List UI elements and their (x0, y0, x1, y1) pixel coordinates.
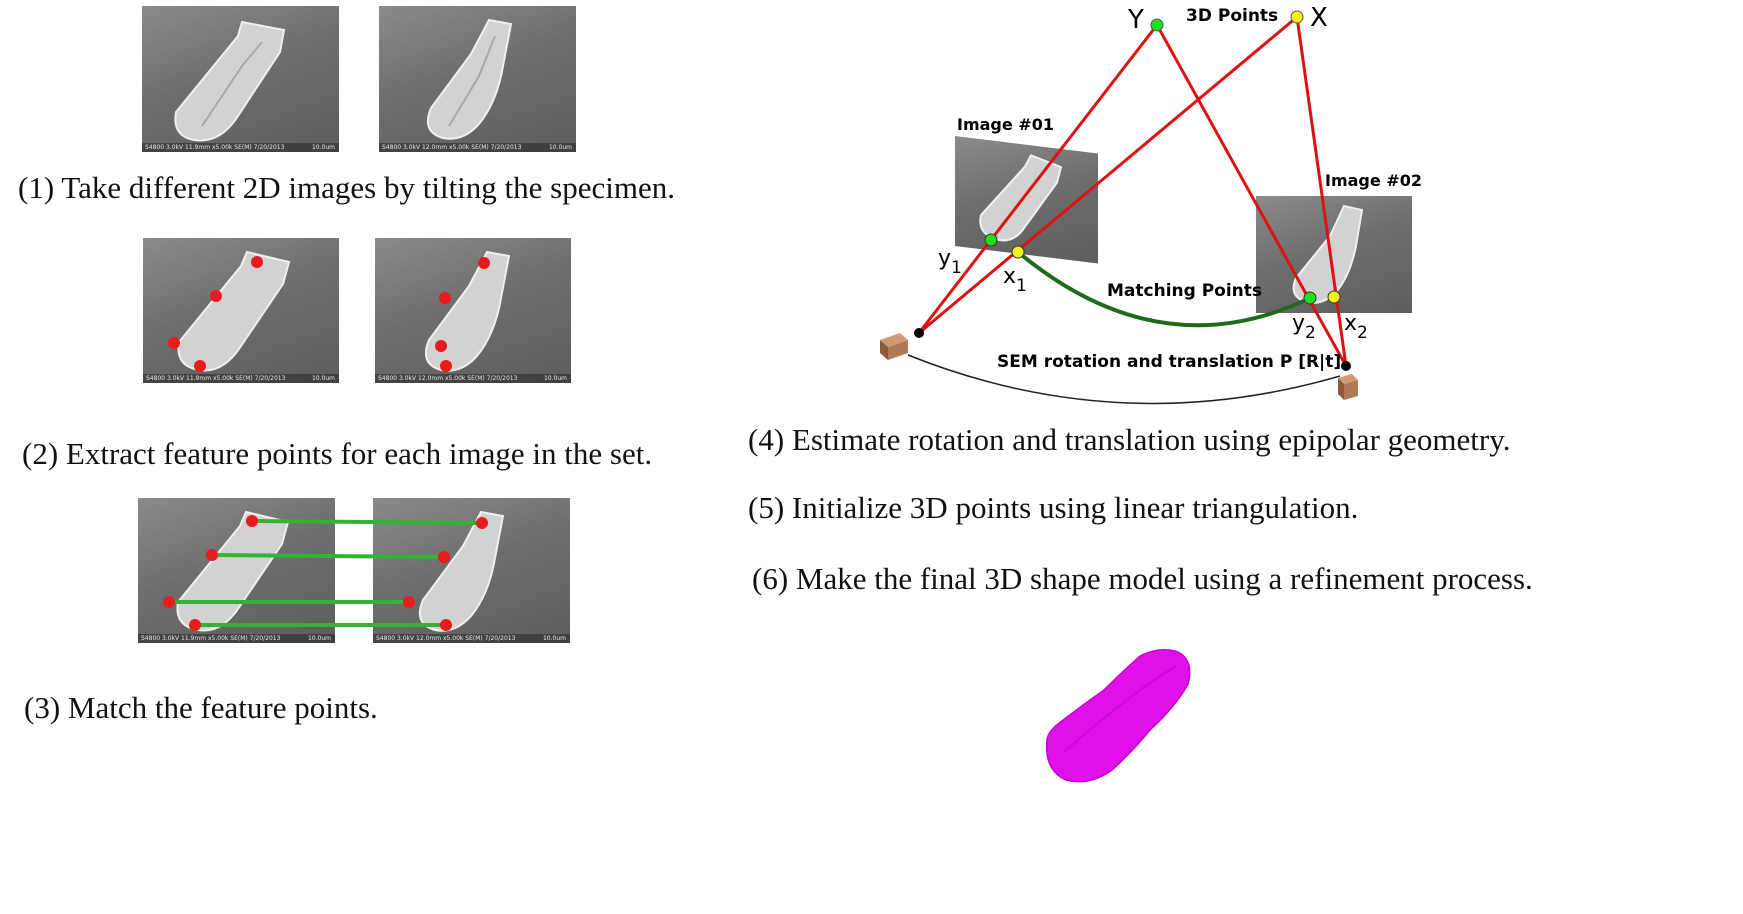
feature-point (439, 292, 451, 304)
feature-point (478, 257, 490, 269)
sem-image-2b: S4800 3.0kV 12.0mm x5.00k SE(M) 7/20/201… (375, 238, 571, 383)
feature-point (168, 337, 180, 349)
sem-image-2a: S4800 3.0kV 11.9mm x5.00k SE(M) 7/20/201… (143, 238, 339, 383)
label-matching-points: Matching Points (1107, 281, 1262, 301)
feature-point (210, 290, 222, 302)
label-sem-motion: SEM rotation and translation P [R|t] (997, 352, 1341, 372)
sem-info-bar: S4800 3.0kV 11.9mm x5.00k SE(M) 7/20/201… (142, 143, 339, 152)
sem-info-bar: S4800 3.0kV 11.9mm x5.00k SE(M) 7/20/201… (138, 634, 335, 643)
sem-info-bar: S4800 3.0kV 11.9mm x5.00k SE(M) 7/20/201… (143, 374, 339, 383)
point-Y (1150, 18, 1164, 32)
point-y1 (984, 233, 998, 247)
specimen-shape (427, 18, 513, 140)
label-x2: x2 (1344, 311, 1368, 343)
epipolar-image-02 (1256, 196, 1412, 313)
step-4-text: (4) Estimate rotation and translation us… (748, 422, 1511, 457)
step-6-text: (6) Make the final 3D shape model using … (752, 561, 1533, 596)
ray-cam2-X (1295, 16, 1348, 367)
final-3d-model (1045, 649, 1191, 783)
label-3d-points: 3D Points (1186, 6, 1278, 26)
feature-point (440, 360, 452, 372)
specimen-shape (168, 250, 291, 372)
label-Y: Y (1127, 5, 1144, 35)
specimen-shape (174, 20, 286, 142)
model-shading (1063, 665, 1177, 753)
sem-image-1a: S4800 3.0kV 11.9mm x5.00k SE(M) 7/20/201… (142, 6, 339, 152)
camera-center-1 (914, 328, 924, 338)
step-1-text: (1) Take different 2D images by tilting … (18, 170, 675, 205)
label-y2: y2 (1292, 311, 1316, 343)
feature-point (435, 340, 447, 352)
sem-image-1b: S4800 3.0kV 12.0mm x5.00k SE(M) 7/20/201… (379, 6, 576, 152)
step-3-text: (3) Match the feature points. (24, 690, 378, 725)
camera-icon (1338, 374, 1358, 400)
step-2-text: (2) Extract feature points for each imag… (22, 436, 653, 471)
label-y1: y1 (938, 246, 962, 278)
sem-motion-arc (907, 354, 1341, 405)
point-X (1290, 10, 1304, 24)
label-X: X (1310, 3, 1328, 33)
point-y2 (1303, 291, 1317, 305)
label-image-01: Image #01 (957, 115, 1054, 134)
step-5-text: (5) Initialize 3D points using linear tr… (748, 490, 1359, 525)
sem-info-bar: S4800 3.0kV 12.0mm x5.00k SE(M) 7/20/201… (379, 143, 576, 152)
ray-cam1-Y (917, 24, 1159, 334)
ray-cam2-Y (1155, 24, 1348, 367)
point-x1 (1011, 245, 1025, 259)
matching-points-curve (1016, 250, 1311, 328)
sem-info-bar: S4800 3.0kV 12.0mm x5.00k SE(M) 7/20/201… (375, 374, 571, 383)
camera-icon (880, 333, 908, 360)
feature-point (194, 360, 206, 372)
point-x2 (1327, 290, 1341, 304)
feature-point (251, 256, 263, 268)
label-x1: x1 (1003, 264, 1027, 296)
specimen-shape (425, 250, 511, 372)
ray-cam1-X (918, 15, 1298, 335)
label-image-02: Image #02 (1325, 171, 1422, 190)
specimen-shape (419, 510, 505, 632)
sem-info-bar: S4800 3.0kV 12.0mm x5.00k SE(M) 7/20/201… (373, 634, 570, 643)
camera-center-2 (1341, 361, 1351, 371)
specimen-shape (1292, 204, 1364, 304)
